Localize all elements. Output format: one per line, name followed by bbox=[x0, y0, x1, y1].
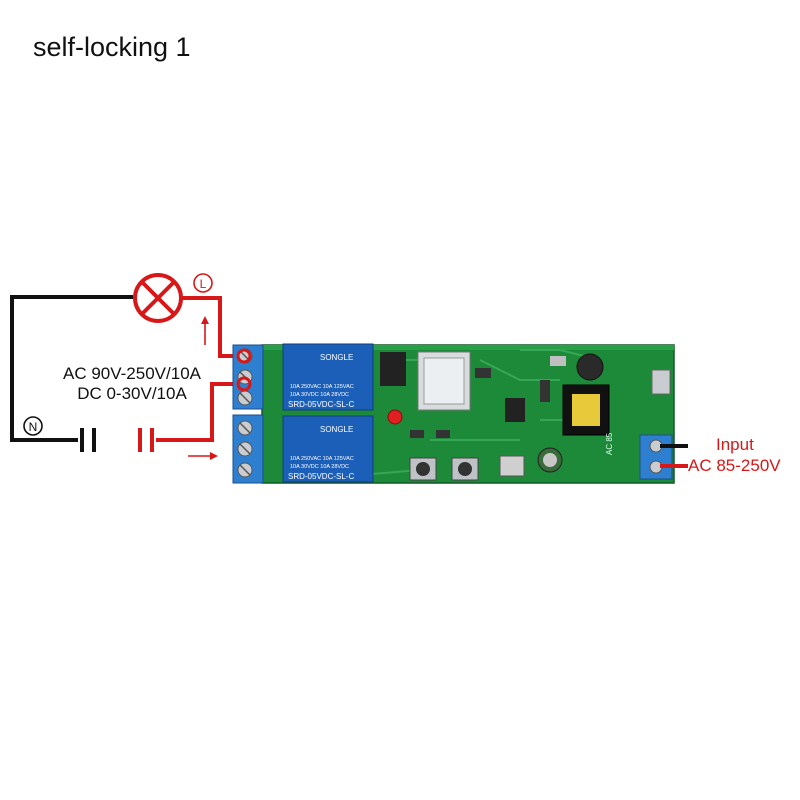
ic-chip bbox=[380, 352, 406, 386]
svg-text:10A 250VAC 10A 125VAC: 10A 250VAC 10A 125VAC bbox=[290, 384, 354, 390]
output-terminal-block-2 bbox=[232, 414, 264, 484]
live-label: L bbox=[200, 277, 207, 291]
live-wire bbox=[138, 296, 244, 460]
micro-usb-port-icon bbox=[651, 369, 671, 395]
neutral-wire bbox=[10, 295, 133, 452]
dc-rating: DC 0-30V/10A bbox=[77, 384, 187, 403]
relay-2: SONGLE 10A 250VAC 10A 125VAC 10A 30VDC 1… bbox=[282, 415, 374, 483]
input-voltage-range: AC 85-250V bbox=[688, 456, 781, 475]
status-led-icon bbox=[387, 409, 403, 425]
push-button-1 bbox=[409, 457, 437, 481]
svg-text:10A 30VDC 10A 28VDC: 10A 30VDC 10A 28VDC bbox=[290, 392, 349, 398]
svg-text:SRD-05VDC-SL-C: SRD-05VDC-SL-C bbox=[288, 472, 354, 481]
svg-text:10A 250VAC 10A 125VAC: 10A 250VAC 10A 125VAC bbox=[290, 456, 354, 462]
svg-text:SONGLE: SONGLE bbox=[320, 425, 353, 434]
push-button-2 bbox=[451, 457, 479, 481]
transformer bbox=[562, 384, 610, 436]
capacitor-icon bbox=[576, 353, 604, 381]
input-label: Input bbox=[716, 435, 754, 454]
power-input-terminal-block bbox=[639, 434, 673, 480]
neutral-marker-icon: N bbox=[23, 416, 43, 436]
lamp-icon bbox=[133, 273, 183, 323]
ac-marking: AC 85 bbox=[605, 432, 614, 455]
svg-text:SRD-05VDC-SL-C: SRD-05VDC-SL-C bbox=[288, 400, 354, 409]
svg-text:SONGLE: SONGLE bbox=[320, 353, 353, 362]
relay-board: SONGLE 10A 250VAC 10A 125VAC 10A 30VDC 1… bbox=[232, 343, 675, 484]
ac-rating: AC 90V-250V/10A bbox=[63, 364, 201, 383]
svg-text:10A 30VDC 10A 28VDC: 10A 30VDC 10A 28VDC bbox=[290, 464, 349, 470]
wifi-module bbox=[417, 351, 471, 411]
diagram-title: self-locking 1 bbox=[33, 32, 191, 62]
neutral-label: N bbox=[29, 420, 38, 434]
load-rating: AC 90V-250V/10A DC 0-30V/10A bbox=[32, 364, 232, 404]
relay-1: SONGLE 10A 250VAC 10A 125VAC 10A 30VDC 1… bbox=[282, 343, 374, 411]
live-marker-icon: L bbox=[193, 273, 213, 293]
